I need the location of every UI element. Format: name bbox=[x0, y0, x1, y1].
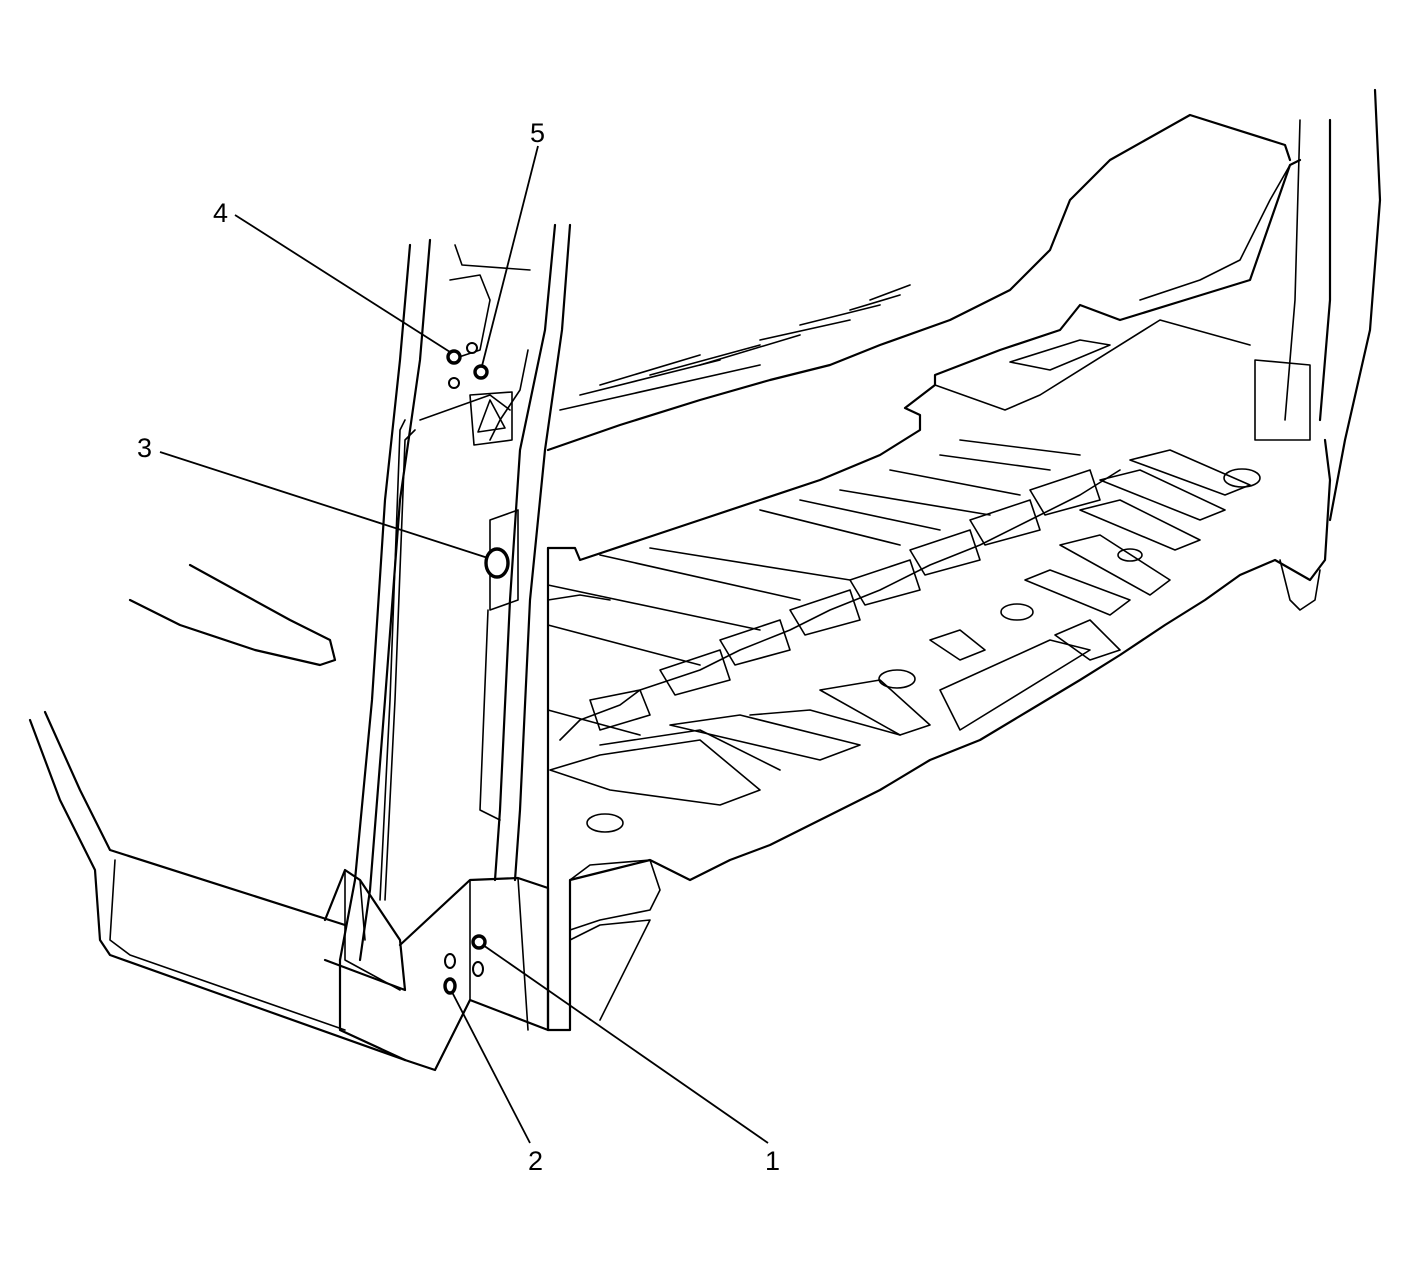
leader-lines bbox=[159, 145, 769, 1144]
weld-hole-1 bbox=[471, 934, 487, 950]
callout-4: 4 bbox=[213, 198, 228, 228]
floor-panel bbox=[546, 113, 1332, 1032]
callout-2: 2 bbox=[528, 1146, 543, 1176]
weld-hole-4 bbox=[446, 349, 462, 365]
pillar-frame bbox=[323, 223, 572, 1072]
callout-1: 1 bbox=[765, 1146, 780, 1176]
leader-5 bbox=[481, 145, 539, 367]
callout-labels: 1 2 3 4 5 bbox=[137, 118, 780, 1176]
weld-hole-5 bbox=[473, 364, 489, 380]
leader-2 bbox=[451, 991, 531, 1144]
right-pillar bbox=[1254, 88, 1382, 611]
floor-ribs bbox=[547, 284, 1261, 833]
weld-hole-2 bbox=[443, 977, 457, 995]
rocker-panel bbox=[28, 563, 407, 1062]
weld-hole-3 bbox=[484, 547, 510, 579]
leader-3 bbox=[159, 451, 489, 559]
leader-4 bbox=[234, 214, 451, 353]
fastener-holes bbox=[443, 342, 510, 995]
leader-1 bbox=[482, 944, 769, 1144]
callout-3: 3 bbox=[137, 433, 152, 463]
callout-5: 5 bbox=[530, 118, 545, 148]
